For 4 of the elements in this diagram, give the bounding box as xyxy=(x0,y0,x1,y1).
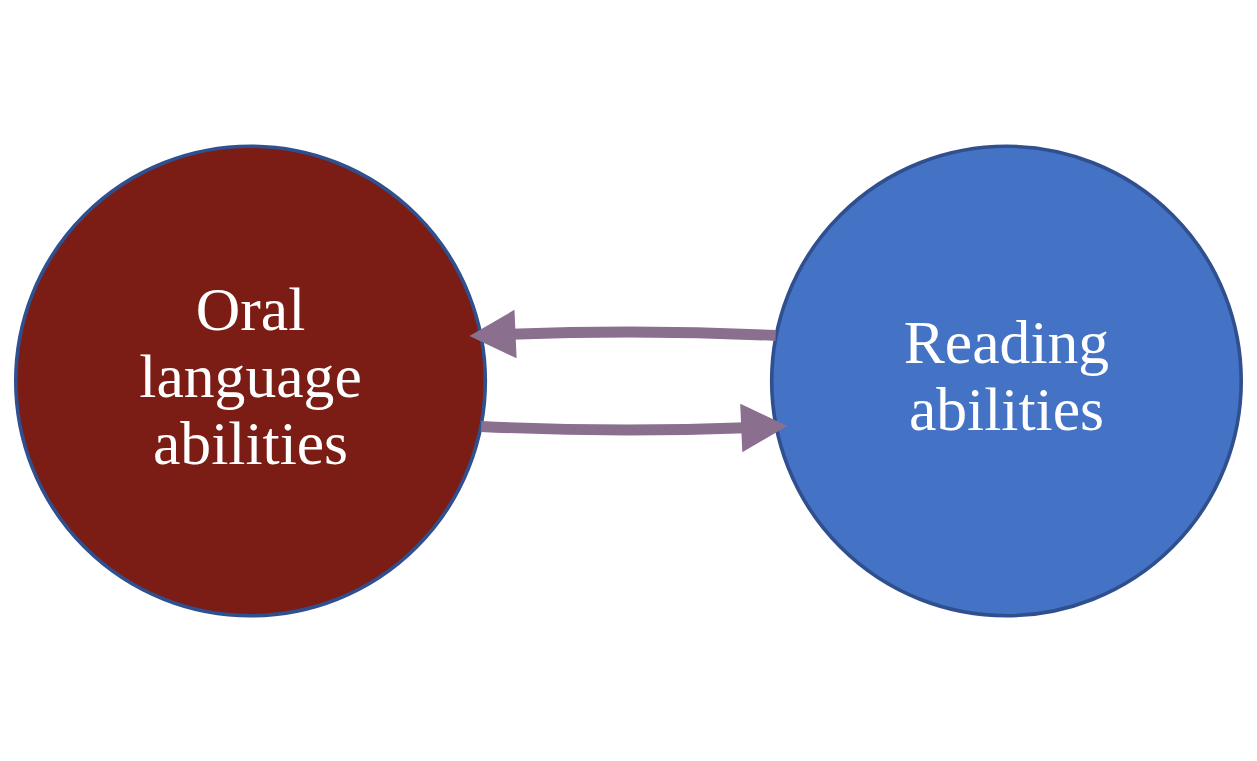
node-circle: Oral language abilities xyxy=(14,143,488,618)
arrow xyxy=(480,403,788,452)
arrow xyxy=(469,309,776,358)
node-circle: Reading abilities xyxy=(769,143,1243,618)
